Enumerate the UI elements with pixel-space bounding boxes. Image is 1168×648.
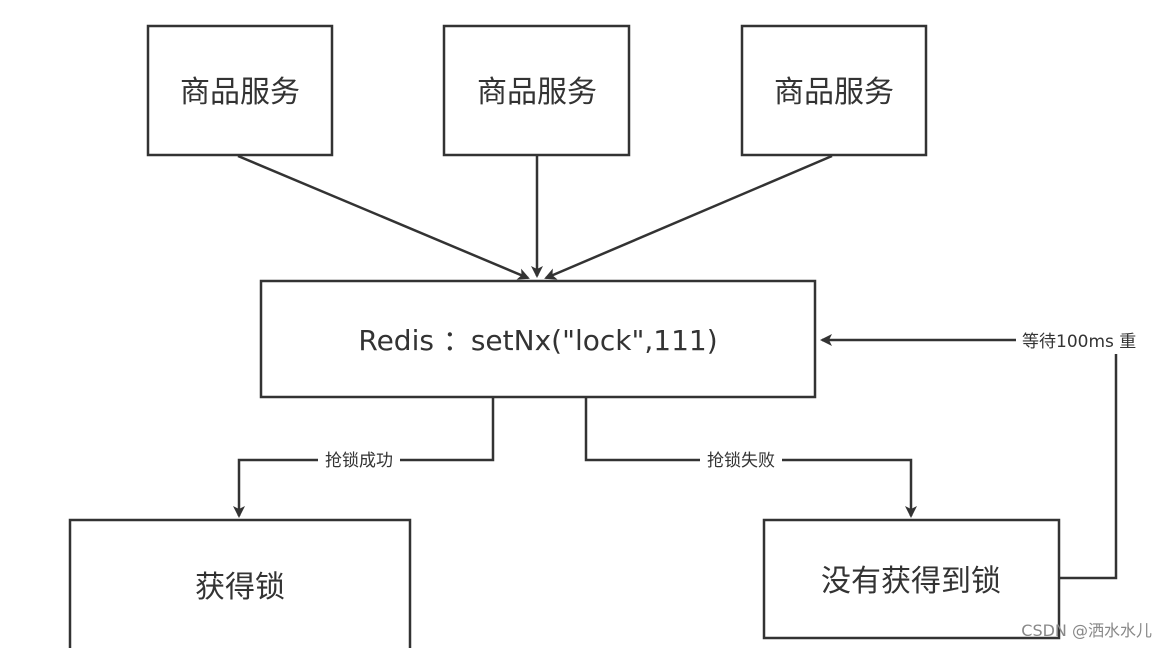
node-service-2: 商品服务 (442, 24, 631, 157)
edge-label-success: 抢锁成功 (318, 449, 400, 471)
node-got-lock: 获得锁 (68, 518, 412, 648)
edge-service1-to-redis (237, 154, 530, 280)
node-service-3-label: 商品服务 (774, 75, 894, 110)
node-no-lock-label: 没有获得到锁 (821, 564, 1001, 599)
edge-service3-to-redis (544, 154, 833, 280)
edge-label-fail: 抢锁失败 (700, 449, 782, 471)
edge-label-retry: 等待100ms 重 (1016, 328, 1168, 354)
node-redis: Redis ：setNx("lock",111) (259, 279, 817, 399)
edge-retry-to-redis (820, 334, 1118, 580)
watermark-text: CSDN @洒水水儿 (1021, 621, 1152, 640)
node-service-3: 商品服务 (740, 24, 928, 157)
node-service-2-label: 商品服务 (477, 75, 597, 110)
edge-label-fail-text: 抢锁失败 (707, 451, 775, 471)
node-no-lock: 没有获得到锁 (762, 518, 1061, 640)
edge-label-retry-text: 等待100ms 重 (1022, 332, 1136, 352)
node-service-1: 商品服务 (146, 24, 334, 157)
node-got-lock-label: 获得锁 (195, 570, 285, 605)
node-service-1-label: 商品服务 (180, 75, 300, 110)
node-redis-label: Redis ：setNx("lock",111) (358, 324, 717, 357)
edge-label-success-text: 抢锁成功 (325, 451, 393, 471)
